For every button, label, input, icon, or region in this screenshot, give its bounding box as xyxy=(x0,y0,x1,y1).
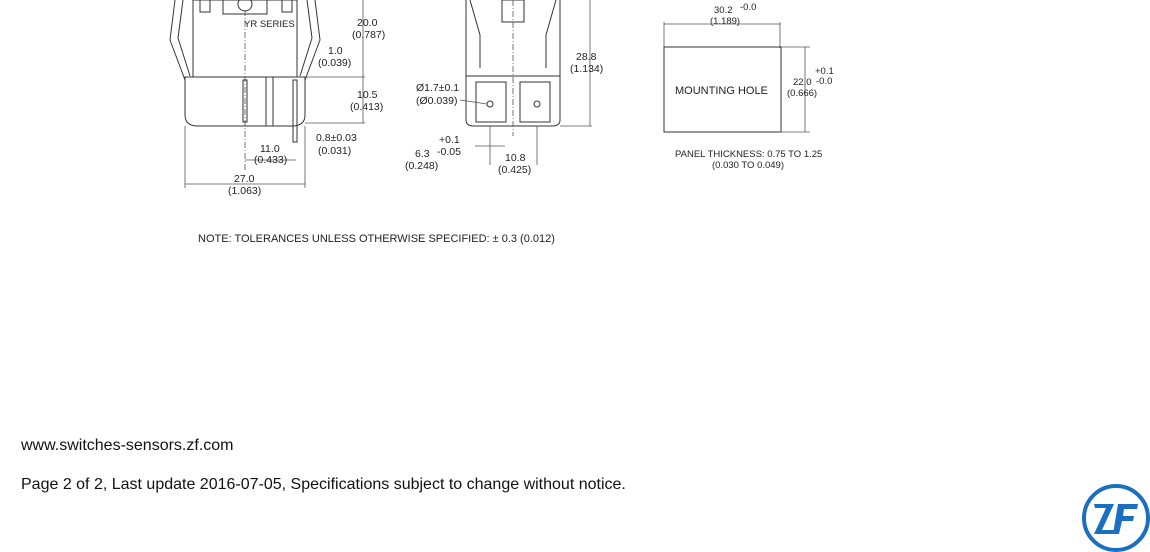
mounting-hole-label: MOUNTING HOLE xyxy=(675,85,768,97)
page-info: Page 2 of 2, Last update 2016-07-05, Spe… xyxy=(21,476,626,493)
dim-text: (0.248) xyxy=(405,160,438,172)
front-view: 28.8 (1.134) Ø1.7±0.1 (Ø0.039) +0.1 6.3 … xyxy=(405,0,603,176)
mounting-hole-view: 30.2 -0.0 (1.189) MOUNTING HOLE +0.1 22.… xyxy=(663,2,834,171)
dim-text: (0.787) xyxy=(352,29,385,41)
dim-text: +0.1 xyxy=(439,134,460,146)
dim-text: (0.433) xyxy=(254,154,287,166)
dim-text: 30.2 xyxy=(714,5,733,16)
dim-text: 6.3 xyxy=(415,148,430,160)
website-link[interactable]: www.switches-sensors.zf.com xyxy=(21,437,234,454)
technical-drawing: YR SERIES 20.0 (0.787) 1.0 (0.039) 10.5 … xyxy=(169,0,834,245)
side-view: YR SERIES 20.0 (0.787) 1.0 (0.039) 10.5 … xyxy=(169,0,385,197)
series-label: YR SERIES xyxy=(244,19,295,30)
dim-text: 27.0 xyxy=(234,173,255,185)
dim-text: 10.5 xyxy=(357,89,378,101)
dim-text: (1.134) xyxy=(570,63,603,75)
dim-text: (Ø0.039) xyxy=(416,95,457,107)
dim-text: (0.039) xyxy=(318,57,351,69)
dim-text: (0.031) xyxy=(318,145,351,157)
dim-text: (1.063) xyxy=(228,185,261,197)
dim-text: 28.8 xyxy=(576,51,597,63)
panel-thickness-in: (0.030 TO 0.049) xyxy=(712,160,784,171)
zf-logo xyxy=(1082,484,1150,552)
dim-text: (0.425) xyxy=(498,164,531,176)
dim-text: -0.05 xyxy=(437,146,461,158)
dim-text: 1.0 xyxy=(328,45,343,57)
dim-text: (1.189) xyxy=(710,16,740,27)
tolerance-note: NOTE: TOLERANCES UNLESS OTHERWISE SPECIF… xyxy=(198,233,555,245)
dim-text: Ø1.7±0.1 xyxy=(416,82,459,94)
dim-text: +0.1 xyxy=(815,66,834,77)
panel-thickness: PANEL THICKNESS: 0.75 TO 1.25 xyxy=(675,149,822,160)
dim-text: 22.0 xyxy=(793,77,812,88)
dim-text: -0.0 xyxy=(740,2,756,13)
dim-text: 20.0 xyxy=(357,17,378,29)
dim-text: 0.8±0.03 xyxy=(316,132,357,144)
dim-text: 11.0 xyxy=(260,143,280,155)
dim-text: (0.666) xyxy=(787,88,817,99)
dim-text: (0.413) xyxy=(350,101,383,113)
dim-text: 10.8 xyxy=(505,152,526,164)
dim-text: -0.0 xyxy=(816,76,832,87)
